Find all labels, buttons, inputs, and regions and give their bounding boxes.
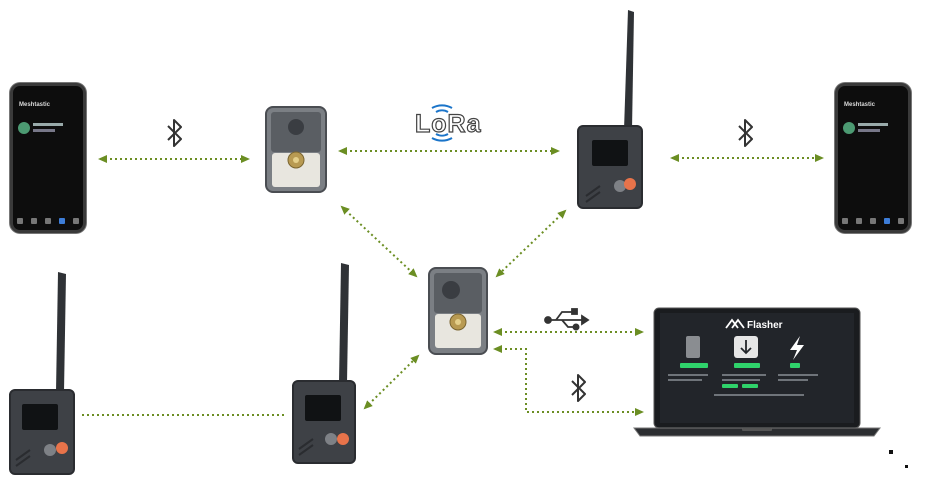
bluetooth-icon [167,119,182,147]
bluetooth-icon [738,119,753,147]
phone-title: Meshtastic [19,102,51,108]
laptop-base [633,427,881,437]
phone-right: Meshtastic [835,83,911,233]
bluetooth-icon [571,374,586,402]
lora-signal-icon [431,104,453,142]
node-device-transparent [265,106,327,193]
link-center-to-laptop-bluetooth [493,345,644,416]
download-icon [740,340,752,355]
list-item [843,122,903,136]
node-device-antenna [292,263,356,464]
flasher-title: Flasher [747,320,783,331]
node-device-center [428,267,488,355]
flasher-logo-icon [725,318,745,329]
usb-icon [544,308,590,331]
antenna [624,10,634,130]
antenna [339,263,349,383]
lightning-icon [790,336,804,360]
phone-tab-bar [842,218,904,226]
connections [82,147,824,416]
list-item [18,122,78,136]
speck [889,450,893,454]
laptop: Flasher [633,307,881,437]
lora-logo: LoRa [414,104,482,142]
phone-status-bar [17,89,79,95]
node-device-antenna [9,272,75,475]
link-node-2-to-center [495,209,567,278]
antenna [56,272,66,392]
speck [905,465,908,468]
link-node-1-to-center [340,205,418,278]
avatar [843,122,855,134]
phone-status-bar [842,89,904,95]
node-device-antenna [577,10,643,209]
phone-tab-bar [17,218,79,226]
phone-title: Meshtastic [844,102,876,108]
avatar [18,122,30,134]
link-node-4-to-center [363,354,420,410]
lora-logo-text: LoRa [415,110,482,138]
phone-left: Meshtastic [10,83,86,233]
